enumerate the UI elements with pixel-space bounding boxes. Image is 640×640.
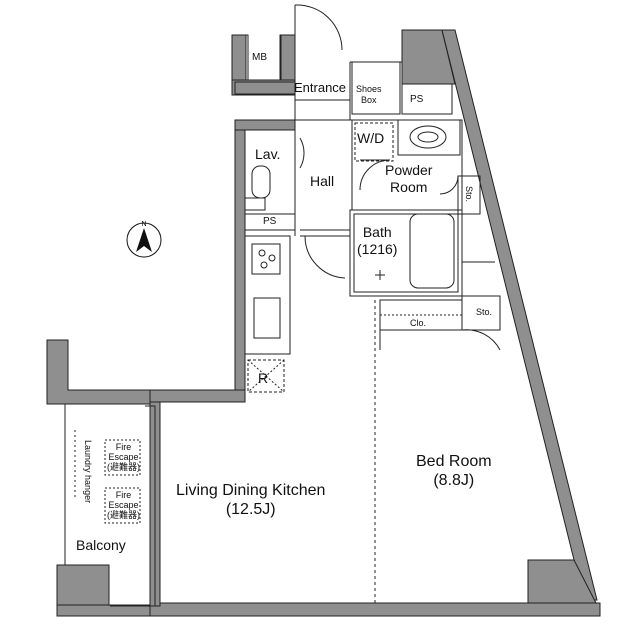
label-laundry-hanger: Laundry hanger xyxy=(82,440,93,504)
svg-text:N: N xyxy=(141,221,146,228)
label-ps-lav: PS xyxy=(263,216,277,227)
wall-west-lower xyxy=(46,339,151,405)
label-sto-lower: Sto. xyxy=(476,307,493,317)
label-bath: Bath(1216) xyxy=(357,224,398,257)
label-hall: Hall xyxy=(310,173,335,189)
label-entrance: Entrance xyxy=(294,80,347,95)
wall-bottom xyxy=(149,602,601,617)
label-bedroom: Bed Room(8.8J) xyxy=(416,453,492,490)
wall-right-slant xyxy=(441,29,598,601)
label-ldk: Living Dining Kitchen(12.5J) xyxy=(176,482,326,519)
label-refrigerator: R xyxy=(258,370,269,386)
wall-lav-top xyxy=(234,119,296,131)
wall-balcony-bottom xyxy=(56,604,151,617)
wall-ent-left xyxy=(234,81,296,95)
label-balcony: Balcony xyxy=(76,537,126,553)
interior-lines xyxy=(64,4,501,607)
wall-kitchen-bottom xyxy=(149,389,246,403)
label-ps-top: PS xyxy=(410,94,424,105)
label-sto-upper: Sto. xyxy=(463,186,474,203)
wall-lav-left xyxy=(234,121,246,401)
label-wd: W/D xyxy=(357,130,385,146)
entrance-door xyxy=(294,4,343,51)
label-mb: MB xyxy=(252,52,267,63)
walls xyxy=(46,29,601,617)
north-compass: N xyxy=(126,221,162,258)
label-lav: Lav. xyxy=(255,146,281,162)
label-clo: Clo. xyxy=(410,318,427,328)
